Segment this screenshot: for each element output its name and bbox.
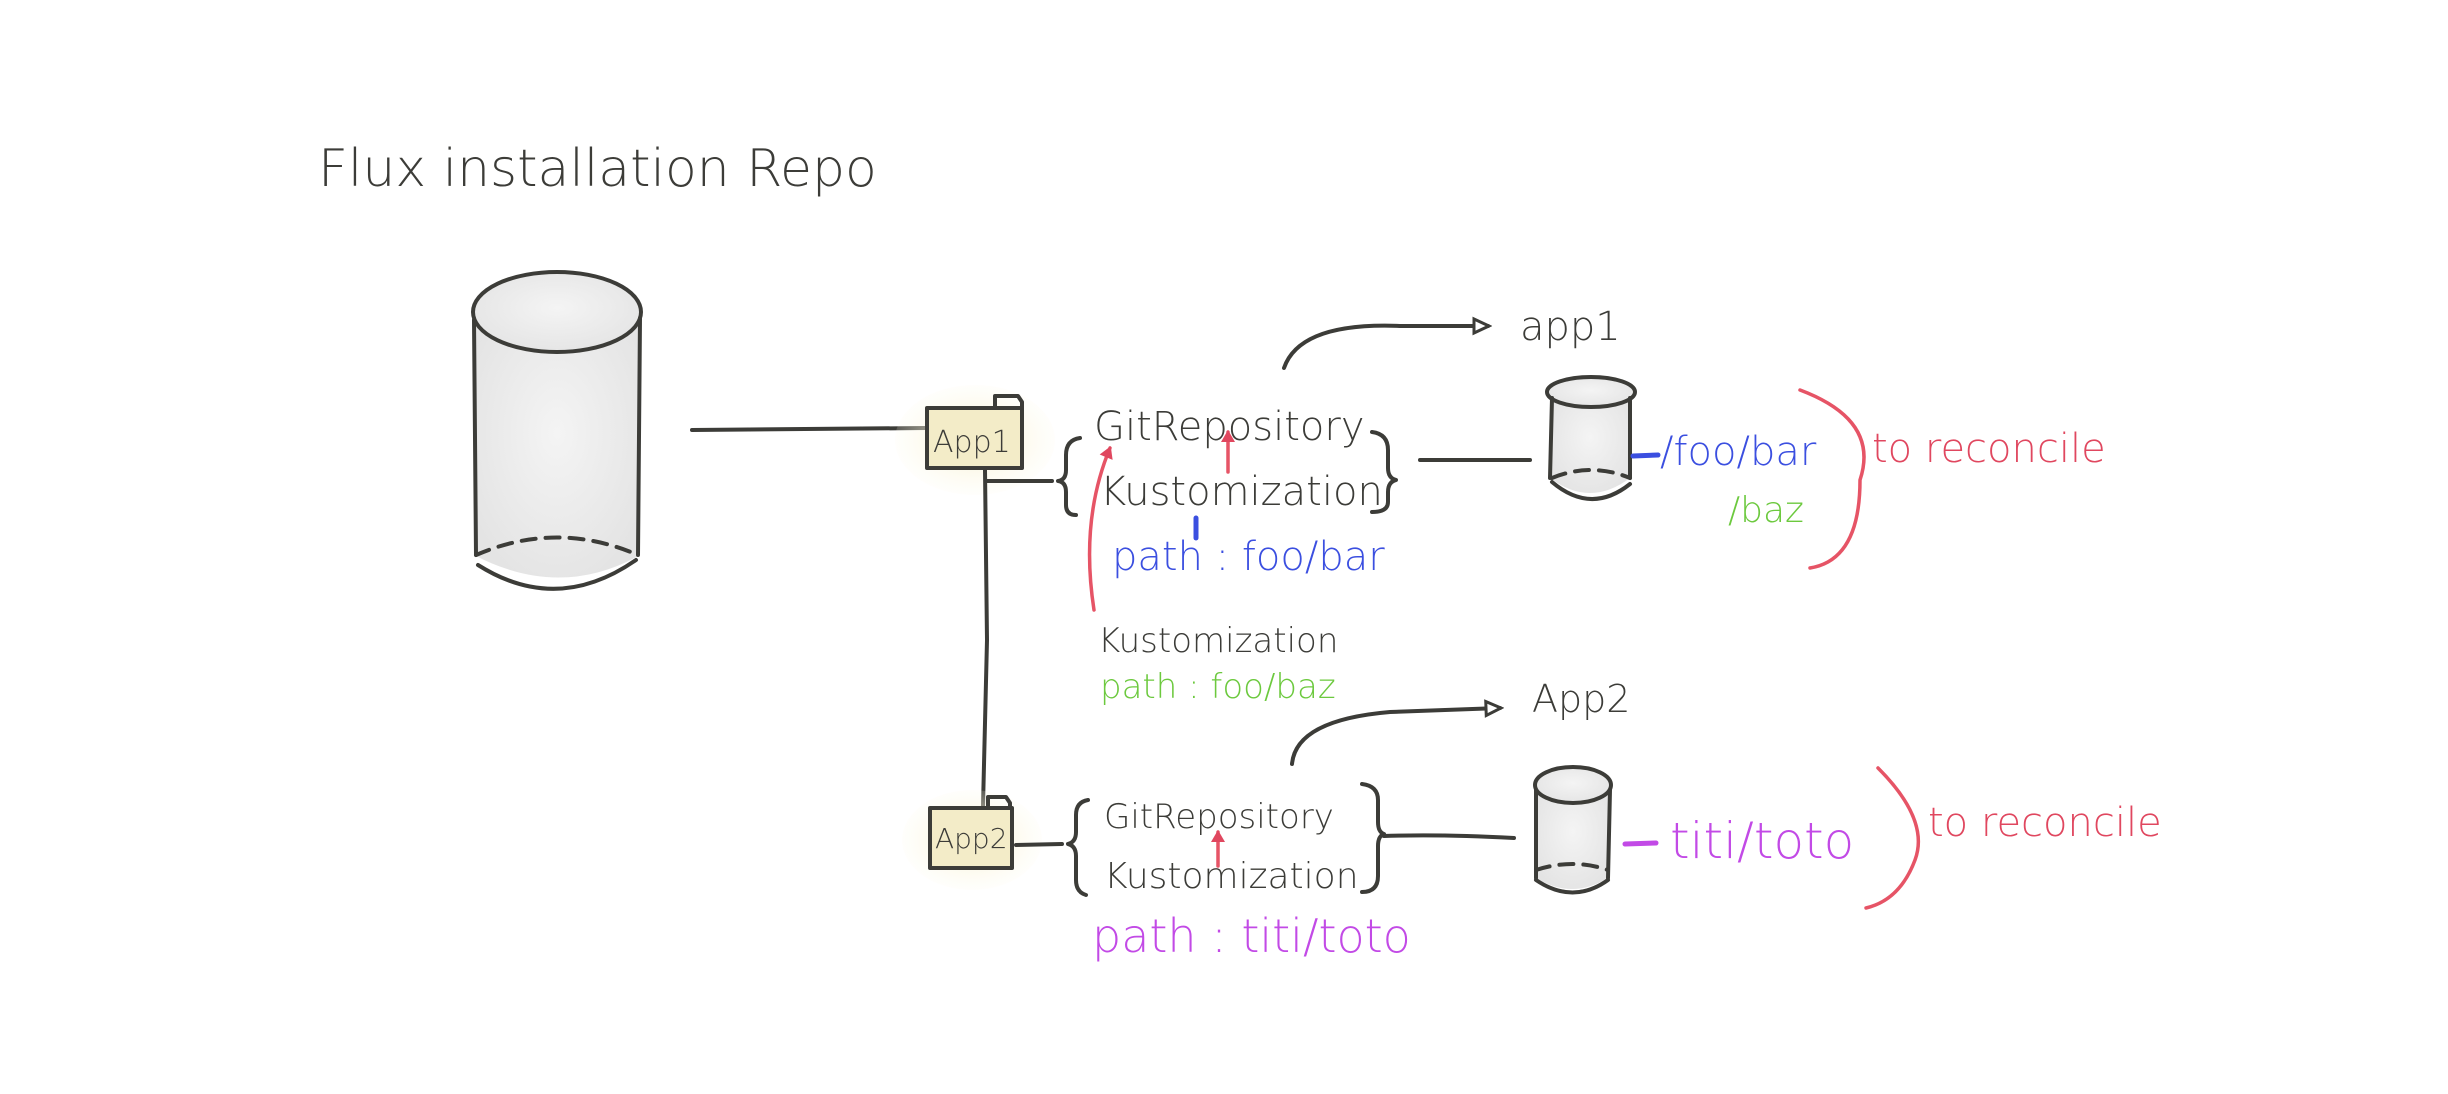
app1-reconcile-label: to reconcile <box>1872 426 2106 472</box>
main-repo-cylinder-icon <box>471 270 643 591</box>
app1-repo-path-bar: /foo/bar <box>1660 429 1817 475</box>
app1-repo-cylinder-icon <box>1545 375 1637 501</box>
app1-target-arrow <box>1282 326 1488 370</box>
app2-target-label: App2 <box>1532 677 1630 721</box>
connector-repo-app1 <box>690 426 928 432</box>
app1-path-baz: path : foo/baz <box>1100 667 1336 707</box>
connector-app2-resources <box>1014 842 1064 847</box>
app2-repo-cylinder-icon <box>1533 765 1613 895</box>
app2-path: path : titi/toto <box>1092 909 1411 963</box>
app1-reconcile-bracket <box>1798 388 1866 570</box>
app1-kustomization2-ref-arrow <box>1087 446 1113 612</box>
app2-folder-label: App2 <box>935 822 1008 855</box>
app1-kustomization-label: Kustomization <box>1100 469 1383 515</box>
app2-reconcile-label: to reconcile <box>1928 800 2162 846</box>
app1-folder-icon <box>895 385 1055 495</box>
app1-cylinder-path-line <box>1630 452 1661 459</box>
app1-left-brace <box>1056 436 1082 517</box>
app2-left-brace <box>1066 798 1090 897</box>
app2-reconcile-bracket <box>1864 766 1920 910</box>
app1-target-label: app1 <box>1520 304 1621 350</box>
app2-folder-icon <box>902 790 1042 890</box>
app1-repo-path-baz: /baz <box>1728 490 1804 531</box>
connector-app2-cylinder <box>1382 833 1516 840</box>
app2-cylinder-path-line <box>1622 840 1659 847</box>
connector-app1-app2 <box>981 468 989 808</box>
app2-right-brace <box>1360 782 1386 894</box>
app2-repo-path: titi/toto <box>1670 812 1854 870</box>
app1-folder-label: App1 <box>933 425 1011 460</box>
app1-right-brace <box>1370 430 1398 514</box>
app2-kustomization-label: Kustomization <box>1104 856 1359 897</box>
app1-kustomization2-label: Kustomization <box>1098 621 1338 661</box>
app2-target-arrow <box>1290 708 1500 766</box>
app1-path-bar: path : foo/bar <box>1112 534 1385 580</box>
diagram-title: Flux installation Repo <box>318 139 877 199</box>
